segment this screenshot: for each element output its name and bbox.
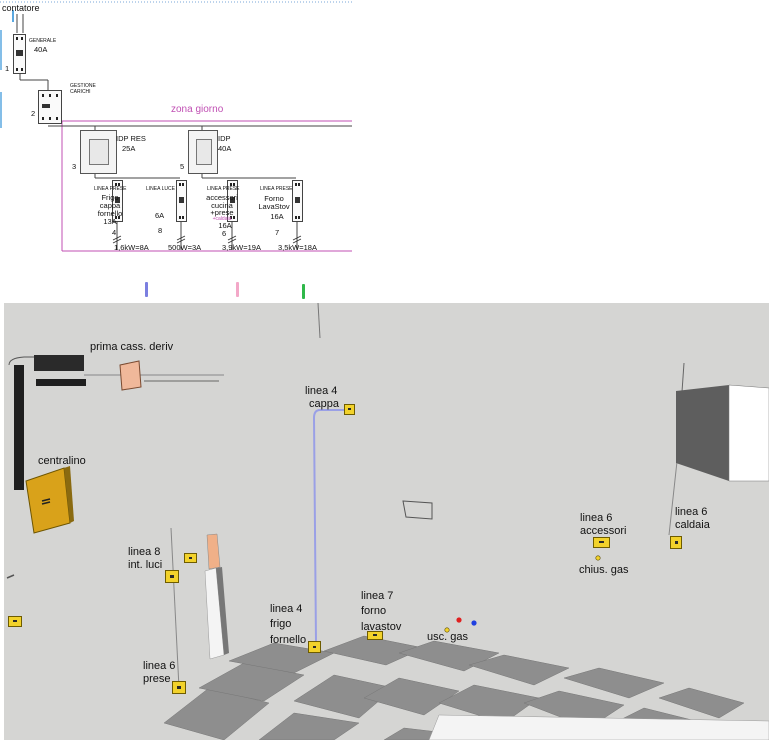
outlet-box-accessori — [593, 537, 610, 548]
circuit-7-line-1: Forno — [264, 194, 284, 203]
circuit-6-load: 3,9kW=19A — [222, 243, 261, 252]
rcd-right-number: 5 — [180, 162, 185, 171]
label-linea6-caldaia: linea 6 caldaia — [675, 506, 710, 531]
circuit-6-line-2: cucina — [211, 201, 233, 210]
label-linea7-line-2: forno — [361, 605, 387, 618]
outlet-box-cappa — [344, 404, 355, 415]
label-linea4-cappa: linea 4 cappa — [305, 385, 339, 410]
rcd-right-rating: 40A — [218, 144, 232, 153]
circuit-breaker-6 — [227, 180, 238, 222]
label-linea4-frigo-line-2: frigo — [270, 618, 292, 631]
circuit-8-load: 500W=3A — [168, 243, 202, 252]
label-linea8-line-2: int. luci — [128, 558, 163, 571]
meter-label: contatore — [2, 3, 40, 13]
circuit-6-number: 6 — [222, 229, 227, 238]
rcd-left-rating: 25A — [122, 144, 136, 153]
schematic-wiring — [0, 1, 352, 252]
label-usc-gas: usc. gas — [427, 631, 468, 643]
outlet-box-prese — [172, 681, 186, 694]
gas-dot-blue — [471, 620, 477, 626]
circuit-8-header: LINEA LUCE — [146, 186, 175, 192]
rcd-left-number: 3 — [72, 162, 77, 171]
outlet-box-luci-2 — [184, 553, 197, 563]
zone-label: zona giorno — [171, 104, 224, 115]
label-linea4-frigo-line-1: linea 4 — [270, 603, 303, 615]
circuit-4-header: LINEA PRESE — [94, 186, 127, 192]
circuit-7-line-3: 16A — [270, 212, 284, 221]
label-linea6-accessori-line-2: accessori — [580, 524, 627, 537]
circuit-6-header: LINEA PRESE — [207, 186, 240, 192]
main-breaker-number: 1 — [5, 64, 10, 73]
label-linea8: linea 8 int. luci — [128, 546, 162, 571]
main-breaker — [13, 34, 26, 74]
accent-bar-pink — [236, 282, 239, 297]
outlet-box-frigo — [308, 641, 321, 653]
label-linea8-line-1: linea 8 — [128, 546, 161, 558]
load-manager-name-2: CARICHI — [70, 89, 91, 95]
circuit-breaker-4 — [112, 180, 123, 222]
label-chius-gas: chius. gas — [579, 564, 629, 576]
outlet-box-left — [8, 616, 22, 627]
label-linea4-frigo-line-3: fornello — [270, 633, 307, 646]
circuit-7-number: 7 — [275, 228, 280, 237]
label-linea6-prese-line-2: prese — [143, 672, 171, 685]
view-geometry — [6, 303, 769, 740]
label-prima-cass: prima cass. deriv — [90, 341, 174, 353]
label-linea7-line-1: linea 7 — [361, 590, 394, 602]
circuit-6-line-3: +prese — [210, 208, 234, 217]
label-linea4-cappa-line-1: linea 4 — [305, 385, 338, 397]
circuit-7-line-2: LavaStov — [258, 202, 290, 211]
circuit-7-load: 3,5kW=18A — [278, 243, 317, 252]
label-centralino: centralino — [38, 455, 86, 467]
rcd-left — [80, 130, 117, 174]
label-linea6-prese-line-1: linea 6 — [143, 660, 176, 672]
load-manager-name-1: GESTIONE — [70, 83, 96, 89]
outlet-box-luci — [165, 570, 179, 583]
outlet-box-lavastov — [367, 631, 383, 640]
circuit-8-rating: 6A — [155, 211, 165, 220]
circuit-6-rating: 16A — [218, 221, 232, 230]
circuit-4-line-3: fornello — [97, 209, 123, 218]
circuit-6-line-1: accessori — [206, 193, 238, 202]
main-breaker-rating: 40A — [34, 45, 48, 54]
circuit-4-line-4: 13A — [103, 217, 117, 226]
load-manager-device — [38, 90, 62, 124]
label-linea6-caldaia-line-1: linea 6 — [675, 506, 708, 518]
circuit-7-header: LINEA PRESE — [260, 186, 293, 192]
outlet-box-caldaia — [670, 536, 682, 549]
accent-bar-green — [302, 284, 305, 299]
gas-dot-red — [456, 617, 462, 623]
label-linea7-line-3: lavastov — [361, 620, 402, 633]
kitchen-3d-view: prima cass. deriv centralino linea 4 cap… — [4, 303, 769, 740]
label-linea4-cappa-line-2: cappa — [309, 397, 339, 410]
circuit-4-number: 4 — [112, 228, 117, 237]
rcd-right-name: IDP — [218, 134, 231, 143]
rcd-left-name: IDP RES — [116, 134, 146, 143]
electrical-schematic: contatore GENERALE 40A 1 GESTIONE CARICH… — [0, 0, 778, 299]
label-linea4-frigo: linea 4 frigo fornello — [270, 602, 306, 648]
load-manager-number: 2 — [31, 109, 36, 118]
label-linea6-prese: linea 6 prese — [143, 660, 175, 685]
main-breaker-name: GENERALE — [29, 38, 57, 44]
rcd-right — [188, 130, 218, 174]
label-linea6-accessori: linea 6 accessori — [580, 512, 626, 537]
circuit-6-extra: +caldaia — [212, 216, 232, 222]
label-linea6-caldaia-line-2: caldaia — [675, 518, 710, 531]
circuit-8-number: 8 — [158, 226, 163, 235]
circuit-4-line-1: Frigo — [101, 193, 119, 202]
circuit-breaker-7 — [292, 180, 303, 222]
label-linea6-accessori-line-1: linea 6 — [580, 512, 613, 524]
circuit-breaker-8 — [176, 180, 187, 222]
circuit-4-load: 1,6kW=8A — [114, 243, 149, 252]
accent-bar-blue — [145, 282, 148, 297]
circuit-4-line-2: cappa — [99, 201, 121, 210]
label-linea7: linea 7 forno lavastov — [361, 589, 401, 635]
